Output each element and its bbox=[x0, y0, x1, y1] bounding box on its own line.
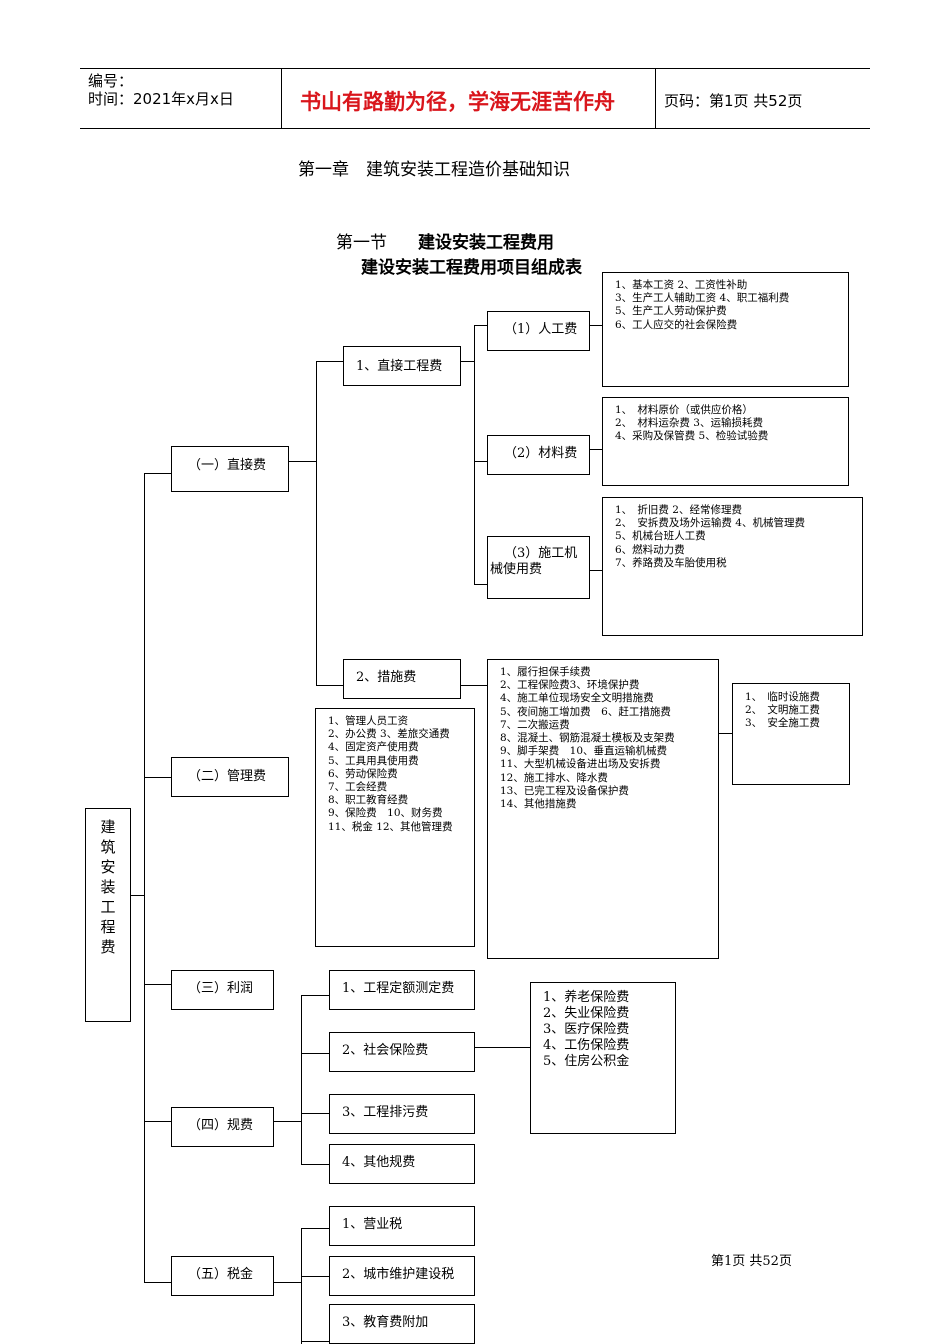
connector bbox=[301, 995, 330, 996]
node-label: 1、工程定额测定费 bbox=[342, 981, 455, 996]
list-text: 1、 材料原价（或供应价格） 2、 材料运杂费 3、运输损耗费 4、采购及保管费… bbox=[615, 404, 769, 443]
node-label: 2、社会保险费 bbox=[342, 1043, 429, 1058]
connector bbox=[474, 325, 475, 585]
header-page-label: 页码：第1页 共52页 bbox=[664, 92, 803, 110]
connector bbox=[273, 1282, 301, 1283]
category-statutory-fee: （四）规费 bbox=[171, 1107, 274, 1147]
safety-civilized-list: 1、 临时设施费 2、 文明施工费 3、 安全施工费 bbox=[732, 683, 850, 785]
fee-other: 4、其他规费 bbox=[329, 1144, 475, 1184]
connector bbox=[301, 1228, 330, 1229]
node-label: 4、其他规费 bbox=[342, 1155, 416, 1170]
list-text: 1、管理人员工资 2、办公费 3、差旅交通费 4、固定资产使用费 5、工具用具使… bbox=[328, 715, 453, 833]
node-label: （1）人工费 bbox=[504, 322, 578, 337]
connector bbox=[301, 1341, 330, 1342]
root-label: 建筑安装工程费 bbox=[100, 818, 116, 956]
labor-cost: （1）人工费 bbox=[487, 311, 590, 351]
labor-detail-list: 1、基本工资 2、工资性补助 3、生产工人辅助工资 4、职工福利费 5、生产工人… bbox=[602, 272, 849, 387]
category-label: （一）直接费 bbox=[188, 458, 267, 473]
header-top-rule bbox=[80, 68, 870, 69]
connector bbox=[144, 473, 172, 474]
connector bbox=[301, 1164, 330, 1165]
connector bbox=[316, 361, 317, 686]
node-label: 2、城市维护建设税 bbox=[342, 1267, 455, 1282]
connector bbox=[144, 473, 145, 1283]
list-text: 1、养老保险费 2、失业保险费 3、医疗保险费 4、工伤保险费 5、住房公积金 bbox=[543, 990, 630, 1069]
connector bbox=[301, 995, 302, 1165]
chapter-title: 第一章 建筑安装工程造价基础知识 bbox=[298, 160, 570, 180]
header-time-label: 时间：2021年x月x日 bbox=[88, 90, 234, 108]
category-direct-cost: （一）直接费 bbox=[171, 446, 289, 492]
fee-quota-measurement: 1、工程定额测定费 bbox=[329, 970, 475, 1010]
connector bbox=[589, 449, 603, 450]
header-divider-right bbox=[655, 68, 656, 129]
node-label: （2）材料费 bbox=[504, 446, 578, 461]
connector bbox=[474, 584, 488, 585]
category-label: （二）管理费 bbox=[188, 769, 267, 784]
node-label: （3）施工机 bbox=[504, 546, 578, 561]
connector bbox=[130, 895, 144, 896]
list-text: 1、 折旧费 2、经常修理费 2、 安拆费及场外运输费 4、机械管理费 5、机械… bbox=[615, 504, 805, 569]
connector bbox=[316, 361, 344, 362]
machinery-detail-list: 1、 折旧费 2、经常修理费 2、 安拆费及场外运输费 4、机械管理费 5、机械… bbox=[602, 497, 863, 636]
connector bbox=[144, 1121, 172, 1122]
tax-education-surcharge: 3、教育费附加 bbox=[329, 1304, 475, 1344]
header-number-label: 编号： bbox=[88, 72, 134, 90]
connector bbox=[474, 461, 488, 462]
connector bbox=[460, 685, 488, 686]
node-label: 2、措施费 bbox=[356, 670, 417, 685]
list-text: 1、履行担保手续费 2、工程保险费3、环境保护费 4、施工单位现场安全文明措施费… bbox=[500, 666, 675, 811]
fee-social-insurance: 2、社会保险费 bbox=[329, 1032, 475, 1072]
connector bbox=[475, 1047, 531, 1048]
category-label: （三）利润 bbox=[188, 981, 254, 996]
footer-page-number: 第1页 共52页 bbox=[711, 1254, 792, 1269]
list-text: 1、基本工资 2、工资性补助 3、生产工人辅助工资 4、职工福利费 5、生产工人… bbox=[615, 279, 790, 331]
connector bbox=[301, 1053, 330, 1054]
tax-business: 1、营业税 bbox=[329, 1206, 475, 1246]
measures-detail-list: 1、履行担保手续费 2、工程保险费3、环境保护费 4、施工单位现场安全文明措施费… bbox=[487, 659, 719, 959]
header-divider-left bbox=[281, 68, 282, 129]
connector bbox=[301, 1276, 330, 1277]
connector bbox=[301, 1228, 302, 1344]
connector bbox=[589, 325, 603, 326]
header-motto: 书山有路勤为径，学海无涯苦作舟 bbox=[300, 90, 615, 114]
machinery-cost: （3）施工机 械使用费 bbox=[487, 536, 590, 599]
measures-cost: 2、措施费 bbox=[343, 659, 461, 699]
table-title: 建设安装工程费用项目组成表 bbox=[361, 258, 582, 278]
category-profit: （三）利润 bbox=[171, 970, 274, 1010]
connector bbox=[589, 570, 603, 571]
category-tax: （五）税金 bbox=[171, 1256, 274, 1296]
category-label: （四）规费 bbox=[188, 1118, 254, 1133]
node-label: 3、教育费附加 bbox=[342, 1315, 429, 1330]
root-node: 建筑安装工程费 bbox=[85, 808, 131, 1022]
connector bbox=[288, 461, 316, 462]
fee-pollution-discharge: 3、工程排污费 bbox=[329, 1094, 475, 1134]
node-label: 1、营业税 bbox=[342, 1217, 403, 1232]
section-title: 建设安装工程费用 bbox=[418, 233, 554, 253]
material-cost: （2）材料费 bbox=[487, 435, 590, 475]
connector bbox=[301, 1113, 330, 1114]
management-detail-list: 1、管理人员工资 2、办公费 3、差旅交通费 4、固定资产使用费 5、工具用具使… bbox=[315, 708, 475, 947]
connector bbox=[144, 1282, 172, 1283]
direct-engineering-cost: 1、直接工程费 bbox=[343, 346, 461, 386]
node-label: 械使用费 bbox=[490, 562, 543, 577]
connector bbox=[144, 777, 172, 778]
header-bottom-rule bbox=[80, 128, 870, 129]
tax-urban-maintenance: 2、城市维护建设税 bbox=[329, 1256, 475, 1296]
category-management-fee: （二）管理费 bbox=[171, 757, 289, 797]
connector bbox=[273, 1121, 301, 1122]
connector bbox=[144, 984, 172, 985]
material-detail-list: 1、 材料原价（或供应价格） 2、 材料运杂费 3、运输损耗费 4、采购及保管费… bbox=[602, 397, 849, 486]
connector bbox=[474, 325, 488, 326]
social-insurance-list: 1、养老保险费 2、失业保险费 3、医疗保险费 4、工伤保险费 5、住房公积金 bbox=[530, 982, 676, 1134]
connector bbox=[460, 361, 474, 362]
node-label: 3、工程排污费 bbox=[342, 1105, 429, 1120]
category-label: （五）税金 bbox=[188, 1267, 254, 1282]
connector bbox=[316, 685, 344, 686]
node-label: 1、直接工程费 bbox=[356, 359, 443, 374]
list-text: 1、 临时设施费 2、 文明施工费 3、 安全施工费 bbox=[745, 691, 820, 730]
section-number: 第一节 bbox=[336, 233, 387, 253]
